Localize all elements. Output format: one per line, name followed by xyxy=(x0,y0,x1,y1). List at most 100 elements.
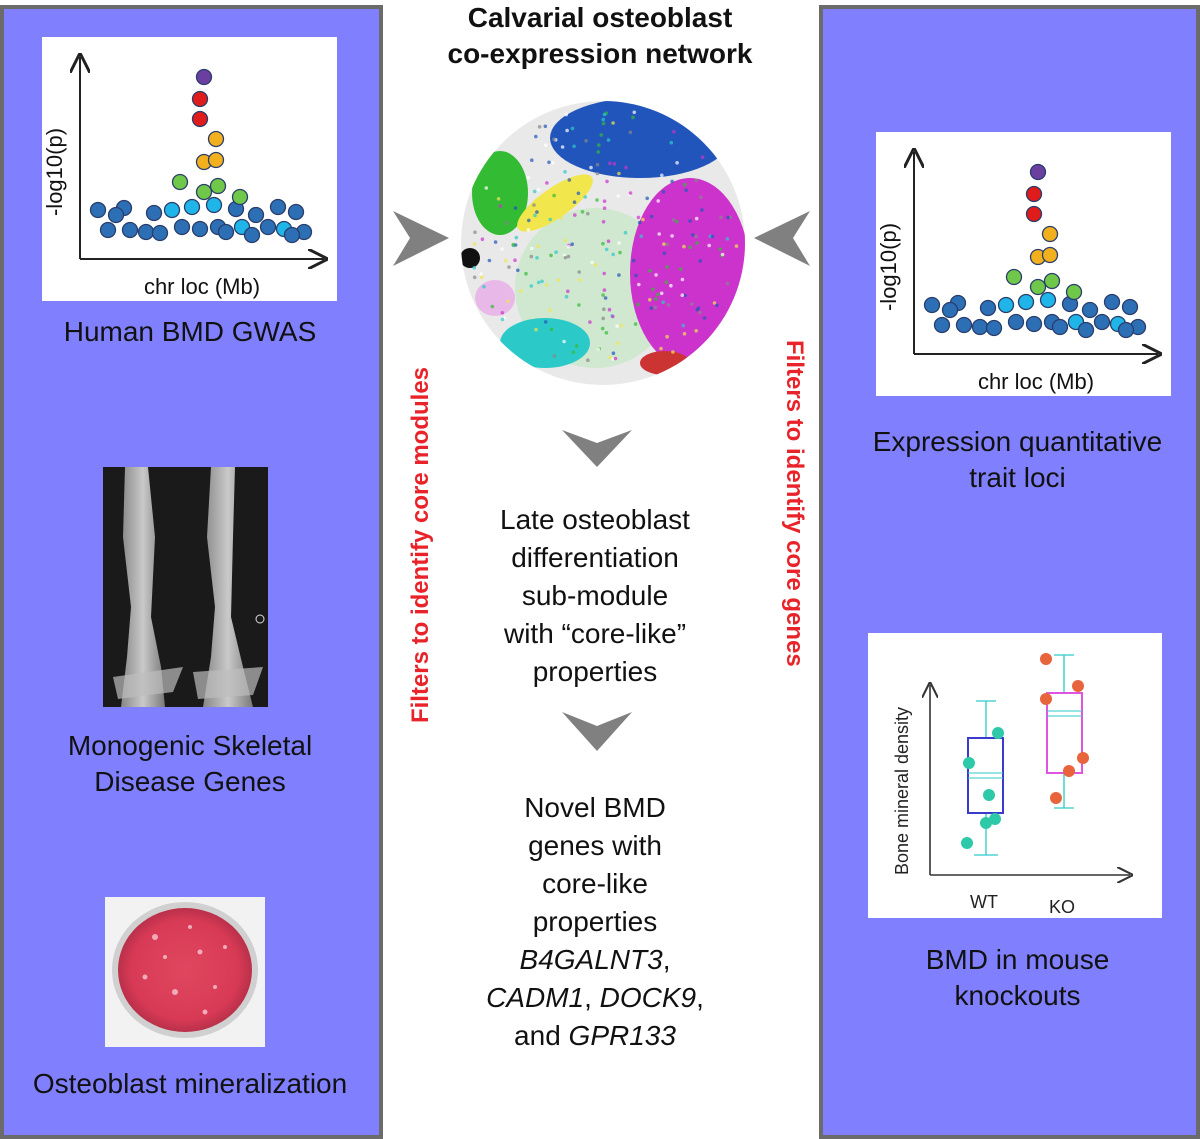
network-node xyxy=(698,195,703,200)
network-node xyxy=(549,253,553,258)
data-point xyxy=(923,296,941,314)
data-point xyxy=(107,206,125,224)
network-node xyxy=(544,214,548,219)
network-node xyxy=(513,206,518,210)
network-node xyxy=(532,189,537,194)
right-arm-bone xyxy=(203,467,253,707)
network-node xyxy=(671,217,676,222)
network-node xyxy=(665,334,669,339)
network-node xyxy=(681,323,686,328)
network-node xyxy=(560,145,565,149)
network-node xyxy=(669,283,673,288)
network-node xyxy=(601,241,605,246)
network-node xyxy=(593,263,598,267)
ko-panel-label: BMD in mouse knockouts xyxy=(925,944,1110,1011)
network-node xyxy=(507,265,511,269)
network-node xyxy=(700,155,705,159)
network-image xyxy=(455,98,750,388)
network-node xyxy=(549,327,554,332)
network-node xyxy=(648,269,652,273)
data-point xyxy=(1025,205,1043,223)
dish-svg xyxy=(112,902,258,1038)
data-point xyxy=(1025,315,1043,333)
data-point xyxy=(173,218,191,236)
network-svg xyxy=(461,101,745,385)
eqtl-label: Expression quantitative trait loci xyxy=(872,426,1163,493)
network-node xyxy=(651,340,655,344)
left-chevron-arrow xyxy=(393,211,449,266)
x-axis-label: chr loc (Mb) xyxy=(978,369,1094,394)
network-node xyxy=(641,217,645,222)
data-point xyxy=(933,316,951,334)
network-node xyxy=(556,278,561,282)
ko-box xyxy=(1046,654,1083,809)
data-point xyxy=(195,68,213,86)
network-node xyxy=(494,211,498,215)
gene-cadm1: CADM1 xyxy=(486,982,585,1013)
data-point xyxy=(971,318,989,336)
wt-point xyxy=(961,837,973,849)
network-node xyxy=(584,139,588,143)
network-node xyxy=(675,161,679,165)
network-node xyxy=(577,303,581,307)
network-node xyxy=(611,252,615,257)
network-node xyxy=(564,112,569,117)
data-point xyxy=(1103,293,1121,311)
network-node xyxy=(725,237,730,241)
network-node xyxy=(698,310,702,315)
network-node xyxy=(694,329,698,333)
network-node xyxy=(586,211,590,216)
data-point xyxy=(1117,321,1135,339)
data-point xyxy=(217,223,235,241)
network-node xyxy=(519,289,523,293)
network-node xyxy=(554,250,558,254)
network-node xyxy=(606,239,611,243)
network-node xyxy=(595,198,599,202)
network-node xyxy=(672,130,676,134)
network-node xyxy=(504,258,508,263)
data-point xyxy=(1121,298,1139,316)
wt-point xyxy=(963,757,975,769)
network-node xyxy=(574,344,579,348)
network-node xyxy=(540,279,544,284)
network-node xyxy=(596,150,600,154)
network-node xyxy=(662,251,667,256)
filter-core-modules-text: Filters to identify core modules xyxy=(407,366,434,724)
network-node xyxy=(566,254,571,259)
network-node xyxy=(659,346,663,351)
data-point xyxy=(207,130,225,148)
data-point xyxy=(1051,318,1069,336)
novel-genes-text: Novel BMD genes with core-like propertie… xyxy=(486,792,704,1051)
network-node xyxy=(628,191,633,195)
network-node xyxy=(529,284,534,288)
network-node xyxy=(602,307,606,311)
network-node xyxy=(615,324,619,328)
network-node xyxy=(687,299,691,303)
network-node xyxy=(611,351,616,355)
network-node xyxy=(661,300,665,304)
network-node xyxy=(715,200,719,205)
network-node xyxy=(616,194,621,198)
network-node xyxy=(649,306,653,310)
network-node xyxy=(548,308,552,313)
xray-image xyxy=(103,467,268,707)
network-node xyxy=(572,144,576,149)
network-node xyxy=(595,171,600,176)
data-point xyxy=(89,201,107,219)
network-node xyxy=(631,258,636,263)
network-node xyxy=(597,143,601,147)
network-node xyxy=(665,242,670,247)
network-node xyxy=(623,230,628,235)
network-node xyxy=(682,244,686,249)
network-node xyxy=(472,265,477,270)
network-node xyxy=(599,133,603,137)
network-node xyxy=(511,242,515,247)
network-node xyxy=(506,189,510,194)
network-node xyxy=(535,210,539,214)
network-node xyxy=(720,252,725,257)
data-point xyxy=(191,110,209,128)
network-node xyxy=(576,191,581,196)
network-node xyxy=(684,188,688,192)
network-node xyxy=(573,213,577,217)
network-node xyxy=(602,206,607,210)
